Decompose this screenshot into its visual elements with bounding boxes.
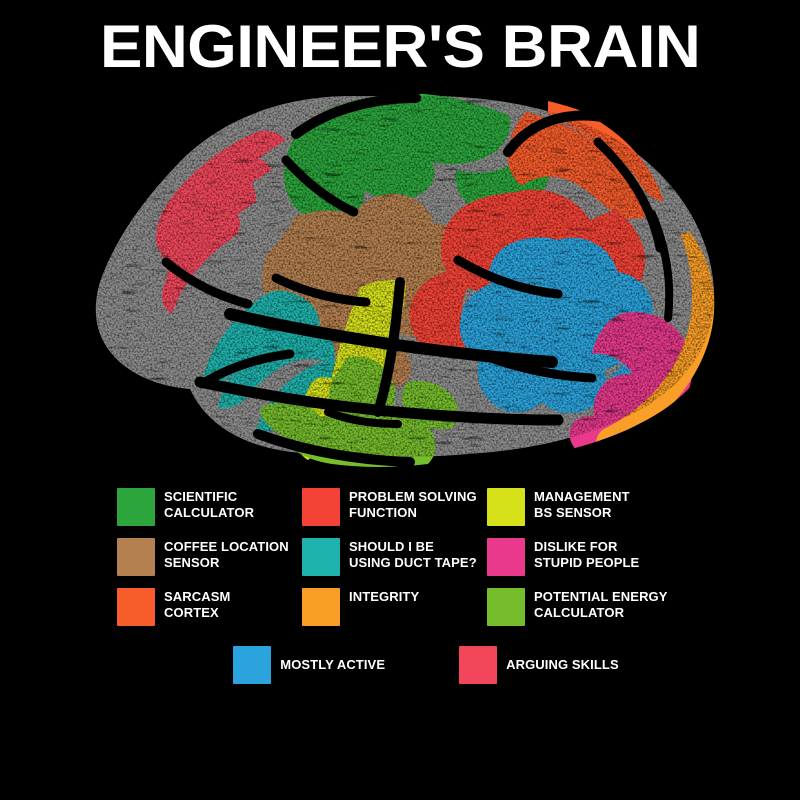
- legend-swatch-integrity: [302, 588, 340, 626]
- legend-label-duct-tape: SHOULD I BE USING DUCT TAPE?: [349, 539, 477, 570]
- title-container: ENGINEER'S BRAIN: [0, 14, 800, 80]
- legend-item-sarcasm-cortex[interactable]: SARCASM CORTEX: [117, 588, 302, 638]
- legend-item-mostly-active[interactable]: MOSTLY ACTIVE: [233, 646, 385, 684]
- legend-item-problem-solving-function[interactable]: PROBLEM SOLVING FUNCTION: [302, 488, 487, 538]
- legend-swatch-duct-tape: [302, 538, 340, 576]
- legend-item-duct-tape[interactable]: SHOULD I BE USING DUCT TAPE?: [302, 538, 487, 588]
- legend-swatch-potential-energy-calculator: [487, 588, 525, 626]
- legend-bottom-row: MOSTLY ACTIVE ARGUING SKILLS: [0, 646, 800, 684]
- legend-swatch-scientific-calculator: [117, 488, 155, 526]
- legend-label-arguing-skills: ARGUING SKILLS: [506, 657, 619, 673]
- legend-item-coffee-location-sensor[interactable]: COFFEE LOCATION SENSOR: [117, 538, 302, 588]
- legend-item-dislike-for-stupid-people[interactable]: DISLIKE FOR STUPID PEOPLE: [487, 538, 683, 588]
- legend-label-dislike-for-stupid-people: DISLIKE FOR STUPID PEOPLE: [534, 539, 640, 570]
- legend: SCIENTIFIC CALCULATOR PROBLEM SOLVING FU…: [0, 488, 800, 684]
- legend-swatch-coffee-location-sensor: [117, 538, 155, 576]
- brain-grunge-texture: [95, 96, 715, 458]
- legend-item-potential-energy-calculator[interactable]: POTENTIAL ENERGY CALCULATOR: [487, 588, 683, 638]
- brain-diagram-svg: [84, 88, 727, 468]
- legend-label-potential-energy-calculator: POTENTIAL ENERGY CALCULATOR: [534, 589, 668, 620]
- legend-item-scientific-calculator[interactable]: SCIENTIFIC CALCULATOR: [117, 488, 302, 538]
- legend-swatch-mostly-active: [233, 646, 272, 684]
- legend-label-integrity: INTEGRITY: [349, 589, 420, 604]
- legend-grid: SCIENTIFIC CALCULATOR PROBLEM SOLVING FU…: [117, 488, 683, 638]
- legend-item-arguing-skills[interactable]: ARGUING SKILLS: [459, 646, 619, 684]
- page-title: ENGINEER'S BRAIN: [99, 13, 701, 80]
- legend-item-management-bs-sensor[interactable]: MANAGEMENT BS SENSOR: [487, 488, 683, 538]
- legend-swatch-management-bs-sensor: [487, 488, 525, 526]
- legend-swatch-problem-solving-function: [302, 488, 340, 526]
- legend-label-management-bs-sensor: MANAGEMENT BS SENSOR: [534, 489, 630, 520]
- legend-swatch-sarcasm-cortex: [117, 588, 155, 626]
- legend-swatch-arguing-skills: [459, 646, 498, 684]
- brain-illustration: [60, 82, 750, 472]
- legend-label-scientific-calculator: SCIENTIFIC CALCULATOR: [164, 489, 255, 520]
- legend-swatch-dislike-for-stupid-people: [487, 538, 525, 576]
- legend-label-sarcasm-cortex: SARCASM CORTEX: [164, 589, 231, 620]
- legend-item-integrity[interactable]: INTEGRITY: [302, 588, 487, 638]
- legend-label-mostly-active: MOSTLY ACTIVE: [280, 657, 386, 673]
- legend-label-problem-solving-function: PROBLEM SOLVING FUNCTION: [349, 489, 477, 520]
- legend-label-coffee-location-sensor: COFFEE LOCATION SENSOR: [164, 539, 289, 570]
